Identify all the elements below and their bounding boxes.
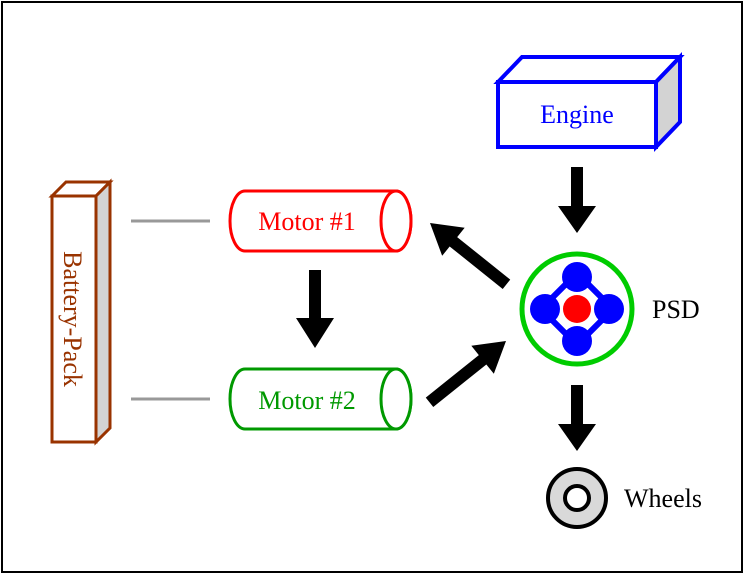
- arrow-motor2-to-psd: [425, 341, 506, 407]
- motor1-label: Motor #1: [258, 207, 356, 236]
- arrow-engine-to-psd: [558, 167, 596, 233]
- psd-label: PSD: [652, 295, 700, 324]
- planet-gear: [562, 326, 592, 356]
- wheels-label: Wheels: [624, 484, 702, 513]
- motor1-node: Motor #1: [228, 189, 413, 253]
- arrow-psd-to-motor1: [430, 223, 511, 289]
- wheels-node: Wheels: [546, 467, 702, 529]
- psd-node: PSD: [519, 251, 700, 367]
- motor2-node: Motor #2: [228, 367, 413, 431]
- wheel-hub: [563, 484, 591, 512]
- battery-pack-node: Battery-Pack: [48, 178, 114, 446]
- planet-gear: [562, 262, 592, 292]
- planet-gear: [530, 294, 560, 324]
- sun-gear: [563, 295, 591, 323]
- engine-node: Engine: [493, 52, 685, 152]
- battery-pack-label: Battery-Pack: [58, 251, 87, 387]
- motor2-label: Motor #2: [258, 386, 356, 415]
- arrow-psd-to-wheels: [558, 385, 596, 451]
- arrow-motor1-to-motor2: [296, 270, 334, 348]
- engine-label: Engine: [540, 100, 614, 129]
- planet-gear: [594, 294, 624, 324]
